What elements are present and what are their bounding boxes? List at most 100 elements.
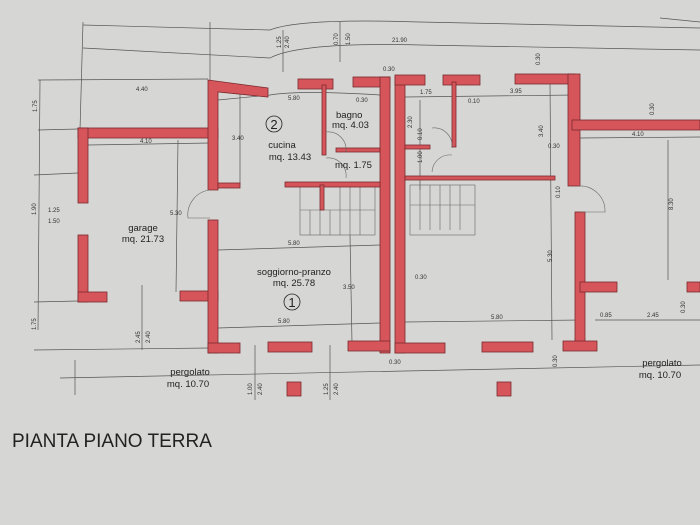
wall (404, 144, 431, 150)
wall (77, 127, 89, 204)
dimension-label: 1.50 (346, 33, 352, 45)
plan-line (579, 136, 700, 139)
plan-line (37, 128, 79, 131)
plan-line (404, 94, 576, 98)
dimension-label: 0.30 (536, 53, 542, 65)
room-number-circle (283, 293, 301, 311)
pillar (286, 381, 302, 397)
wall (394, 342, 446, 354)
dimension-label: 1.25 (48, 208, 60, 214)
wall (217, 182, 241, 189)
wall (284, 181, 381, 188)
wall (297, 78, 334, 90)
room-number-circle (265, 115, 283, 133)
dimension-label: 5.80 (278, 319, 290, 325)
dimension-label: 1.25 (277, 36, 283, 48)
dimension-label: 3.95 (510, 89, 522, 95)
wall (335, 147, 381, 153)
wall (394, 74, 426, 86)
plan-line (175, 139, 179, 293)
dimension-label: 2.40 (285, 36, 291, 48)
dimension-label: 5.30 (170, 211, 182, 217)
dimension-label: 2.40 (334, 383, 340, 395)
dimension-label: 3.50 (343, 285, 355, 291)
dimension-label: 21.90 (392, 38, 408, 44)
room-number: 1 (288, 295, 295, 310)
dimension-label: 1.75 (32, 318, 38, 330)
room-name: pergolato (642, 358, 682, 369)
wall (686, 281, 700, 293)
dimension-label: 0.30 (650, 103, 656, 115)
wall (404, 175, 556, 181)
wall (562, 340, 598, 352)
plan-line (37, 78, 209, 81)
wall (77, 291, 108, 303)
dimension-label: 1.75 (420, 90, 432, 96)
dimension-label: 0.85 (600, 313, 612, 319)
plan-line (187, 189, 211, 219)
dimension-label: 1.25 (324, 383, 330, 395)
plan-title: PIANTA PIANO TERRA (12, 431, 212, 452)
plan-line (409, 184, 476, 236)
dimension-labels: 21.90 1.25 2.40 0.70 1.50 4.40 1.75 4.10… (32, 33, 687, 395)
wall (514, 73, 576, 85)
wall (347, 340, 391, 352)
room-name: pergolato (170, 367, 210, 378)
room-area: mq. 4.03 (332, 120, 369, 131)
dimension-lines (33, 17, 700, 400)
wall (442, 74, 481, 86)
plan-line (349, 234, 353, 344)
wall (379, 76, 391, 354)
dimension-label: 2.40 (258, 383, 264, 395)
room-area: mq. 13.43 (269, 152, 311, 163)
dimension-label: 2.45 (136, 331, 142, 343)
dimension-label: 3.40 (539, 125, 545, 137)
dimension-label: 0.70 (334, 33, 340, 45)
dimension-label: 1.00 (248, 383, 254, 395)
wall (319, 184, 325, 211)
dimension-label: 3.40 (232, 136, 244, 142)
plan-line (37, 79, 41, 331)
dimension-label: 5.30 (548, 250, 554, 262)
wall (207, 342, 241, 354)
dimension-label: 4.40 (136, 87, 148, 93)
dimension-label: 0.30 (415, 275, 427, 281)
plan-line (33, 172, 79, 176)
dimension-label: 0.30 (383, 67, 395, 73)
dimension-label: 1.75 (33, 100, 39, 112)
plan-line (217, 244, 381, 251)
plan-line (87, 142, 211, 146)
plan-line (82, 20, 700, 31)
wall (451, 81, 457, 148)
room-area: mq. 10.70 (639, 370, 681, 381)
dimension-label: 2.45 (647, 313, 659, 319)
dimension-label: 2.40 (146, 331, 152, 343)
dimension-label: 0.30 (548, 144, 560, 150)
room-number: 2 (270, 117, 277, 132)
plan-line (659, 17, 700, 23)
doors (187, 127, 606, 219)
room-area: mq. 1.75 (335, 160, 372, 171)
room-name: bagno (336, 110, 362, 121)
dimension-label: 0.10 (418, 128, 424, 140)
wall (267, 341, 313, 353)
plan-line (325, 157, 347, 179)
wall (579, 281, 618, 293)
dimension-label: 4.10 (140, 139, 152, 145)
plan-line (33, 300, 79, 303)
room-area: mq. 21.73 (122, 234, 164, 245)
plan-line (217, 92, 381, 101)
plan-line (404, 319, 583, 323)
walls (77, 73, 700, 397)
dimension-label: 0.30 (389, 360, 401, 366)
room-name: garage (128, 223, 158, 234)
dimension-label: 0.30 (356, 98, 368, 104)
plan-line (82, 44, 700, 59)
wall (321, 84, 327, 156)
wall (481, 341, 534, 353)
dimension-label: 1.90 (32, 203, 38, 215)
wall (207, 79, 269, 191)
room-area: mq. 25.78 (273, 278, 315, 289)
plan-line (33, 347, 211, 351)
